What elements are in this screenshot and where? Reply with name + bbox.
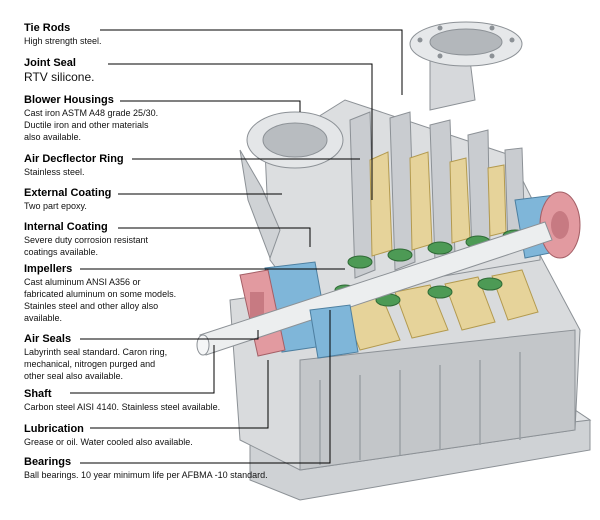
callout-desc: Labyrinth seal standard. Caron ring, mec… — [24, 347, 168, 381]
callout-desc: Cast iron ASTM A48 grade 25/30. Ductile … — [24, 108, 159, 142]
stage-walls — [349, 111, 526, 279]
air-seal-block — [309, 304, 359, 359]
callout-title: Lubrication — [24, 423, 84, 435]
callout-bearings: Bearings Ball bearings. 10 year minimum … — [24, 456, 324, 481]
callout-title: Air Seals — [24, 333, 72, 345]
callout-title: Tie Rods — [24, 22, 71, 34]
callout-title: Blower Housings — [24, 94, 114, 106]
callout-title: Bearings — [24, 456, 72, 468]
impeller-blades-upper — [369, 151, 507, 257]
callout-tie-rods: Tie Rods High strength steel. — [24, 22, 324, 47]
callout-title: External Coating — [24, 187, 112, 199]
callout-title: Impellers — [24, 263, 73, 275]
callout-joint-seal: Joint Seal RTV silicone. — [24, 57, 324, 84]
callout-desc: Cast aluminum ANSI A356 or fabricated al… — [24, 277, 177, 323]
callout-title: Joint Seal — [24, 57, 76, 69]
callout-desc: Grease or oil. Water cooled also availab… — [24, 437, 193, 447]
callout-blower-housings: Blower Housings Cast iron ASTM A48 grade… — [24, 94, 324, 143]
callout-title: Air Decflector Ring — [24, 153, 124, 165]
callout-shaft: Shaft Carbon steel AISI 4140. Stainless … — [24, 388, 324, 413]
callout-air-seals: Air Seals Labyrinth seal standard. Caron… — [24, 333, 324, 382]
callout-air-deflector-ring: Air Decflector Ring Stainless steel. — [24, 153, 324, 178]
callout-title: Internal Coating — [24, 221, 108, 233]
callout-desc: RTV silicone. — [24, 70, 95, 84]
callout-external-coating: External Coating Two part epoxy. — [24, 187, 324, 212]
callout-desc: Ball bearings. 10 year minimum life per … — [24, 470, 268, 480]
casing-ribs — [319, 352, 521, 465]
callout-desc: Severe duty corrosion resistant coatings… — [24, 235, 149, 257]
callout-desc: Carbon steel AISI 4140. Stainless steel … — [24, 402, 221, 412]
callout-internal-coating: Internal Coating Severe duty corrosion r… — [24, 221, 324, 258]
outlet-flange — [409, 21, 523, 111]
callout-desc: Two part epoxy. — [24, 201, 87, 211]
callout-impellers: Impellers Cast aluminum ANSI A356 or fab… — [24, 263, 324, 324]
callout-desc: High strength steel. — [24, 36, 102, 46]
callout-desc: Stainless steel. — [24, 167, 85, 177]
inlet-flange — [239, 111, 344, 260]
callout-title: Shaft — [24, 388, 52, 400]
leader-lines — [70, 29, 403, 464]
shaft — [196, 221, 553, 356]
callout-lubrication: Lubrication Grease or oil. Water cooled … — [24, 423, 324, 448]
lower-casing-shade — [299, 329, 576, 471]
